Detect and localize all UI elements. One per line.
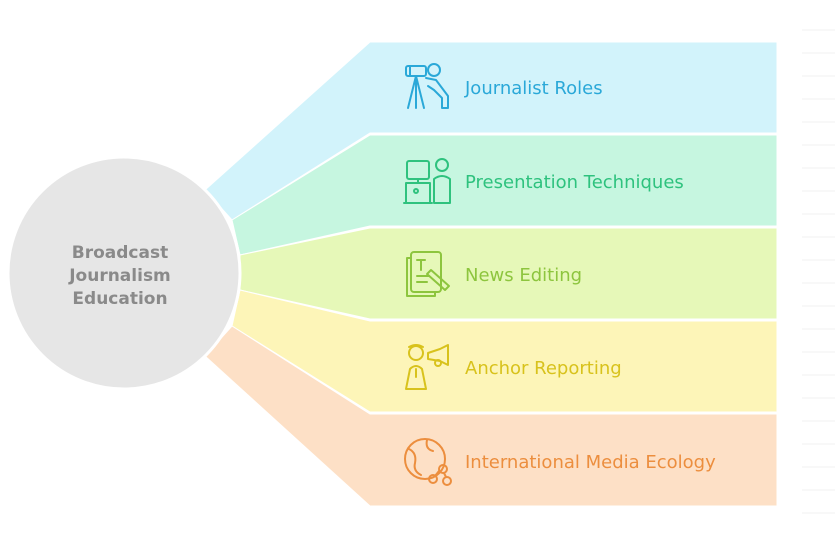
document-edit-icon <box>406 251 450 297</box>
item-label-international-media-ecology: International Media Ecology <box>465 452 716 473</box>
hub-label-line-2: Journalism <box>68 266 171 286</box>
item-label-news-editing: News Editing <box>465 265 582 286</box>
item-label-anchor-reporting: Anchor Reporting <box>465 358 622 379</box>
hub-label-line-3: Education <box>72 289 167 309</box>
camera-tripod-icon <box>405 63 449 109</box>
hub-node: Broadcast Journalism Education <box>6 155 242 391</box>
reporter-megaphone-icon <box>405 344 449 390</box>
presenter-icon <box>403 158 451 204</box>
globe-network-icon <box>404 438 452 486</box>
item-label-presentation-techniques: Presentation Techniques <box>465 172 684 193</box>
band-labels: Journalist Roles Presentation Techniques… <box>464 78 716 473</box>
hub-circle <box>6 155 242 391</box>
item-label-journalist-roles: Journalist Roles <box>464 78 603 99</box>
background-grid <box>802 29 835 514</box>
band-group <box>204 41 778 507</box>
hub-label-line-1: Broadcast <box>72 243 168 263</box>
